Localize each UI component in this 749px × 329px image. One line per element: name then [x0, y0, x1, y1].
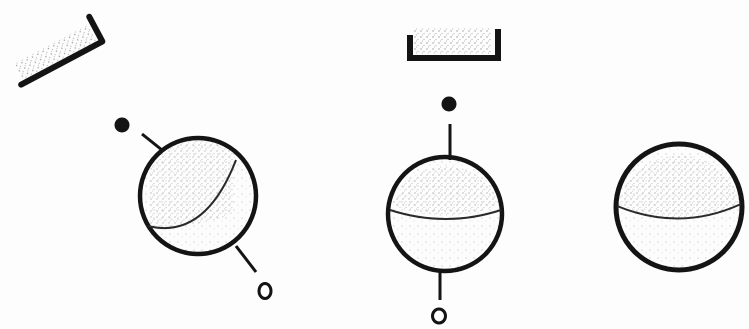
figure-plain-globe — [616, 144, 742, 270]
south-axis-line — [236, 246, 256, 272]
figure-tilted-globe — [8, 17, 271, 299]
north-pole-dot-filled — [115, 118, 130, 133]
south-pole-dot-open — [433, 309, 446, 323]
south-pole-dot-open — [259, 284, 271, 299]
plate-fill — [414, 28, 492, 54]
north-axis-line — [142, 134, 162, 150]
stippled-plate-tilted — [8, 17, 102, 85]
north-pole-dot-filled — [442, 97, 457, 112]
figure-upright-globe — [388, 28, 502, 323]
stippled-plate-level — [410, 28, 498, 58]
